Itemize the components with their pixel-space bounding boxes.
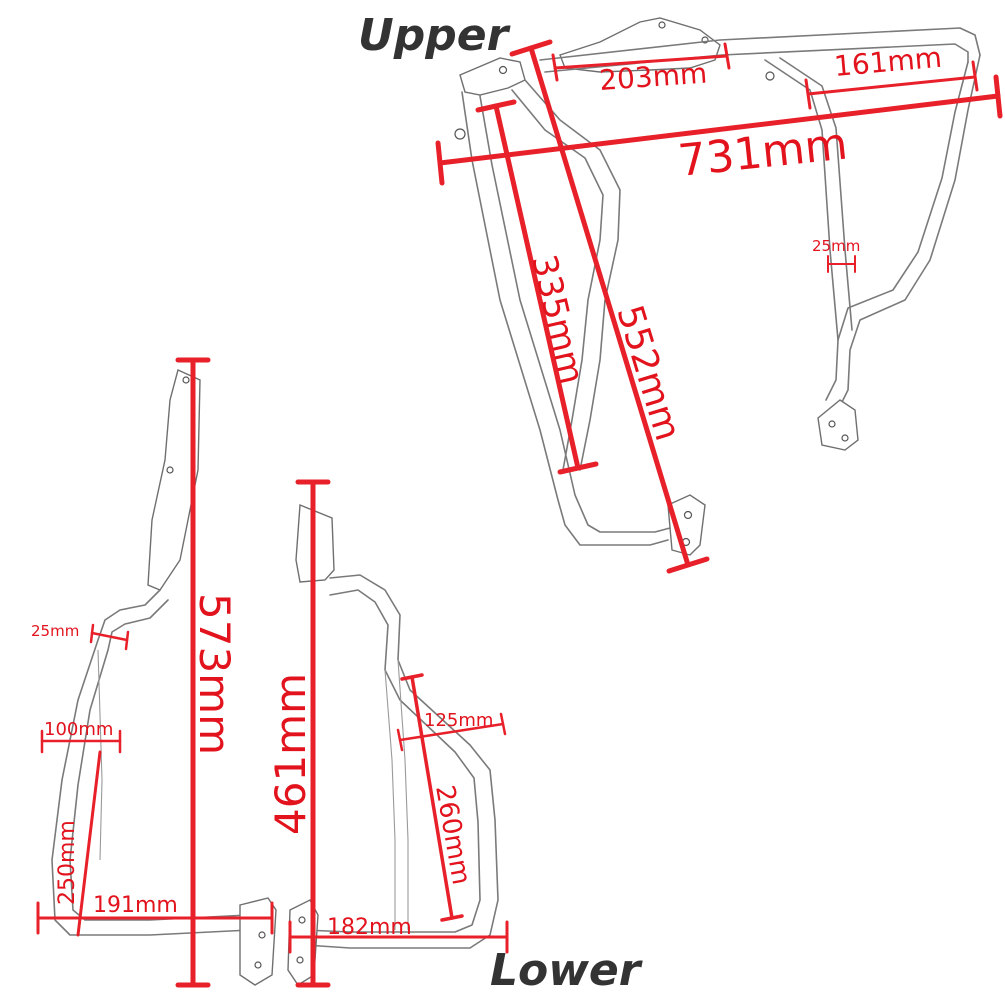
dim-upper-tube: 25mm [812,237,860,255]
dim-left-bottom-width: 191mm [93,893,178,918]
upper-crash-bar-drawing [454,17,981,556]
dim-upper-top-width: 203mm [598,57,708,97]
dim-left-side-height: 250mm [55,820,80,905]
dim-upper-rear-width: 161mm [833,41,943,83]
lower-left-dimension-lines [36,357,274,988]
dim-left-height: 573mm [190,593,239,755]
upper-label: Upper [358,10,511,61]
dim-right-top-width: 125mm [424,710,493,731]
dim-upper-diagonal: 552mm [608,301,688,446]
dim-right-height: 461mm [266,673,315,835]
upper-dimension-lines [435,39,1003,574]
dim-upper-overall-width: 731mm [676,118,850,186]
lower-right-crash-bar-drawing [287,503,499,986]
dim-left-tube: 25mm [31,622,79,640]
dim-upper-inner-height: 335mm [523,251,591,388]
dim-right-side-height: 260mm [429,783,476,887]
lower-left-crash-bar-drawing [51,369,277,986]
dim-right-bottom-width: 182mm [327,915,412,940]
dim-left-top-width: 100mm [44,719,113,740]
lower-label: Lower [490,945,643,996]
lower-right-dimension-lines [288,479,509,988]
